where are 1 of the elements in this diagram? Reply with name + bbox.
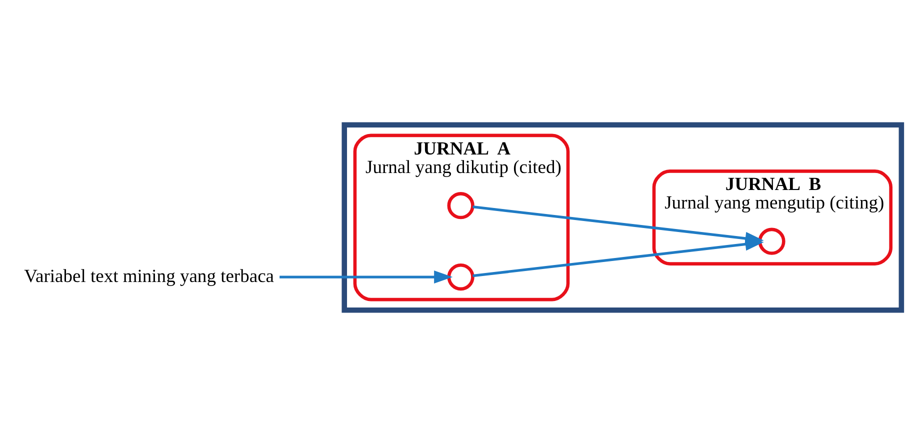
node-text: Variabel text mining yang terbaca [24, 266, 274, 287]
